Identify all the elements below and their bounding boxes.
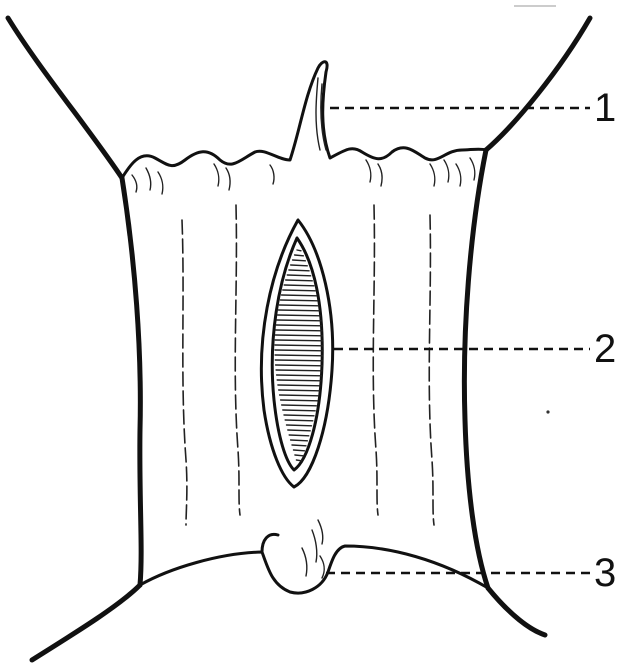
incision-hatch-line xyxy=(276,325,322,326)
outer-left-upper-edge xyxy=(8,18,122,178)
incision-hatch-line xyxy=(276,370,322,371)
incision-hatch-line xyxy=(293,260,306,261)
incision-hatch-line xyxy=(295,455,303,456)
incision-hatch-line xyxy=(291,440,308,441)
bottom-edge xyxy=(140,546,488,593)
outer-left-lower-edge xyxy=(32,585,140,660)
incision-hatch-line xyxy=(276,330,322,331)
lower-projection-outline xyxy=(262,534,278,552)
callout-label-2: 2 xyxy=(594,329,616,369)
incision-hatch-line xyxy=(279,390,320,391)
callout-label-1: 1 xyxy=(594,88,616,128)
incision-hatch-line xyxy=(275,340,323,341)
incision-hatch-line xyxy=(292,445,306,446)
incision-hatch-line xyxy=(275,335,322,336)
incision-hatch-line xyxy=(278,385,320,386)
top-wavy-edge xyxy=(122,62,486,178)
incision-hatch-line xyxy=(277,380,321,381)
incision-hatch-line xyxy=(277,375,322,376)
body-right-side xyxy=(464,150,488,588)
incision-hatch-line xyxy=(289,270,309,271)
incision-hatch-line xyxy=(277,320,321,321)
incision-hatch-line xyxy=(275,350,323,351)
incision-hatch-line xyxy=(275,345,323,346)
incision-hatch-line xyxy=(283,290,315,291)
incision-hatch-line xyxy=(279,305,318,306)
incision-hatch-line xyxy=(284,285,314,286)
incision-hatch-line xyxy=(295,255,304,256)
top-edge-shading xyxy=(132,158,475,194)
incision-hatch-line xyxy=(296,460,301,461)
incision-hatch-line xyxy=(275,355,323,356)
incision-hatch-line xyxy=(278,310,319,311)
incision-hatch-line xyxy=(276,365,323,366)
incision-hatch-line xyxy=(280,300,317,301)
incision-hatch-line xyxy=(287,275,310,276)
outer-right-lower-edge xyxy=(488,588,545,635)
incision-hatch-line xyxy=(297,250,301,251)
incision-hatch-line xyxy=(283,410,315,411)
incision-hatch-line xyxy=(289,435,309,436)
body-left-side xyxy=(122,178,141,585)
incision-hatch-line xyxy=(282,295,317,296)
outer-right-upper-edge xyxy=(486,18,590,150)
lower-projection-shading xyxy=(302,520,324,578)
incision-hatch-line xyxy=(280,395,319,396)
callout-label-3: 3 xyxy=(594,553,616,593)
incision-hatch-line xyxy=(294,450,305,451)
stray-dot xyxy=(546,410,549,413)
incision-hatch-line xyxy=(275,360,322,361)
incision-hatch-line xyxy=(288,430,310,431)
incision-hatch-line xyxy=(281,400,318,401)
incision-hatch-line xyxy=(282,405,317,406)
incision-hatch-line xyxy=(284,415,314,416)
incision-hatch-line xyxy=(286,280,313,281)
incision-hatch-line xyxy=(278,315,321,316)
incision-hatch-line xyxy=(291,265,308,266)
incision-hatch-line xyxy=(287,425,312,426)
incision-hatch-line xyxy=(285,420,313,421)
